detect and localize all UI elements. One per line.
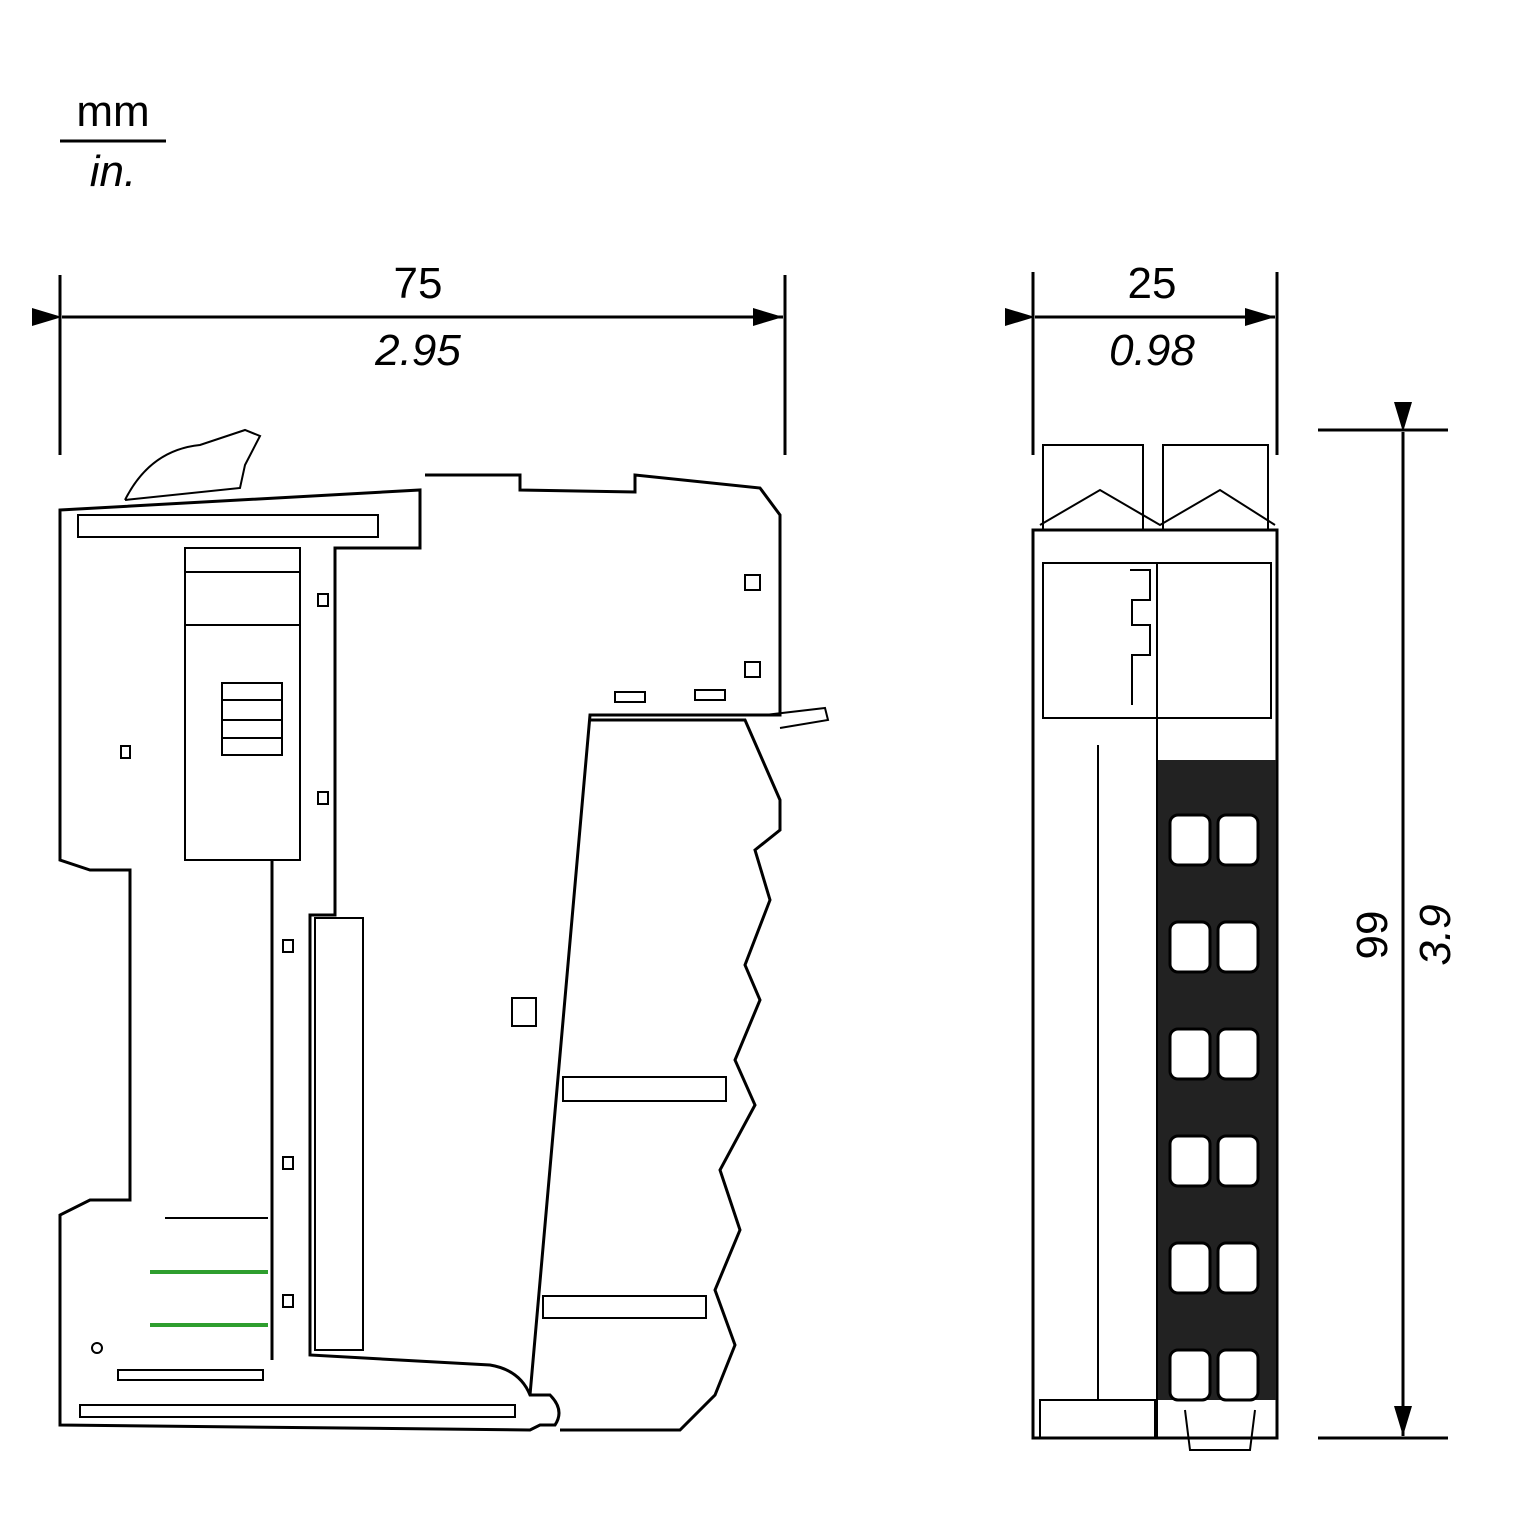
dimension-width-side: 75 2.95 xyxy=(32,259,787,455)
dim-098-in: 0.98 xyxy=(1109,326,1195,375)
dim-295-in: 2.95 xyxy=(374,326,461,375)
unit-legend: mm in. xyxy=(60,87,166,196)
terminal-opening xyxy=(1168,920,1212,974)
terminal-blocks xyxy=(1158,760,1276,1402)
dim-39-in: 3.9 xyxy=(1411,904,1460,965)
terminal-opening xyxy=(1216,1241,1260,1295)
terminal-opening xyxy=(1216,813,1260,867)
front-view xyxy=(1031,444,1279,1451)
terminal-opening xyxy=(1216,1134,1260,1188)
dim-25-mm: 25 xyxy=(1128,259,1177,308)
dim-75-mm: 75 xyxy=(394,259,443,308)
terminal-opening xyxy=(1216,1027,1260,1081)
dimension-width-front: 25 0.98 xyxy=(1005,259,1279,455)
terminal-opening xyxy=(1216,1348,1260,1402)
unit-inch: in. xyxy=(90,147,136,196)
terminal-opening xyxy=(1168,813,1212,867)
dimension-height: 99 3.9 xyxy=(1318,402,1460,1440)
unit-mm: mm xyxy=(76,87,149,136)
side-view xyxy=(58,428,830,1432)
terminal-opening xyxy=(1168,1241,1212,1295)
terminal-opening xyxy=(1216,920,1260,974)
terminal-opening xyxy=(1168,1348,1212,1402)
dim-99-mm: 99 xyxy=(1348,911,1397,960)
terminal-opening xyxy=(1168,1027,1212,1081)
terminal-opening xyxy=(1168,1134,1212,1188)
